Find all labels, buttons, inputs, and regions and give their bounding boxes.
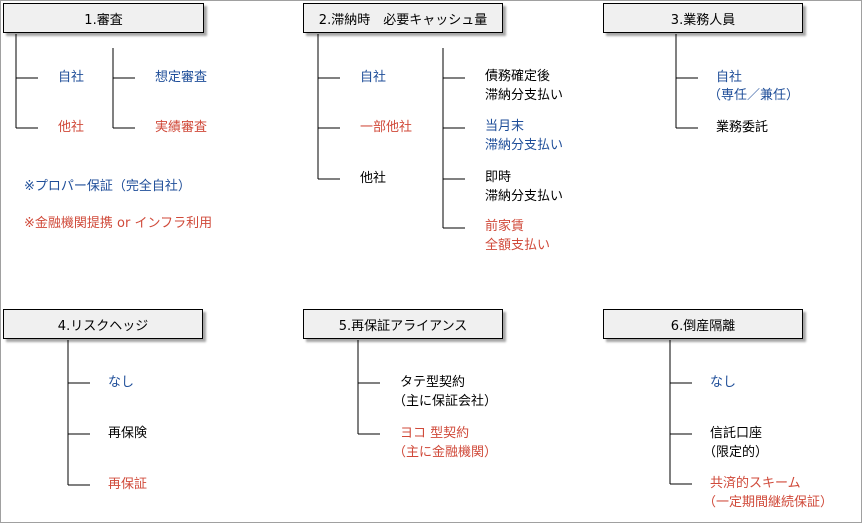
s1-tree-left bbox=[15, 34, 38, 129]
s2-left-other: 他社 bbox=[360, 171, 387, 186]
section-6-title: 6.倒産隔離 bbox=[670, 318, 736, 334]
s4-item-reguarantee: 再保証 bbox=[108, 477, 148, 492]
s6-trust-line2: （限定的） bbox=[703, 445, 769, 460]
s4-item-none: なし bbox=[108, 375, 135, 390]
s6-mutual-line1: 共済的スキーム bbox=[710, 476, 801, 491]
s6-tree bbox=[669, 340, 692, 485]
s2-left-partial: 一部他社 bbox=[360, 120, 413, 135]
s2-right-1-line1: 債務確定後 bbox=[485, 69, 551, 84]
s2-right-2-line2: 滞納分支払い bbox=[485, 138, 564, 153]
section-1-title: 1.審査 bbox=[84, 12, 123, 28]
section-2-header: 2.滞納時 必要キャッシュ量 bbox=[303, 3, 503, 33]
s2-right-3-line2: 滞納分支払い bbox=[485, 189, 564, 204]
s3-item-outsourcing: 業務委託 bbox=[716, 120, 769, 135]
s3-item-own-line1: 自社 bbox=[716, 70, 743, 85]
s5-vertical-line1: タテ型契約 bbox=[400, 375, 466, 390]
s6-trust-line1: 信託口座 bbox=[710, 426, 763, 441]
s4-item-reinsurance: 再保険 bbox=[108, 426, 148, 441]
section-5-title: 5.再保証アライアンス bbox=[338, 318, 468, 334]
section-2-title: 2.滞納時 必要キャッシュ量 bbox=[318, 12, 488, 28]
s1-right-actual: 実績審査 bbox=[155, 120, 208, 135]
s6-mutual-line2: （一定期間継続保証） bbox=[703, 495, 834, 510]
s3-tree bbox=[675, 34, 698, 129]
section-6-header: 6.倒産隔離 bbox=[603, 309, 803, 339]
s6-item-none: なし bbox=[710, 375, 737, 390]
s1-left-other: 他社 bbox=[58, 120, 85, 135]
s1-note-financial: ※金融機関提携 or インフラ利用 bbox=[24, 216, 213, 231]
s3-item-own-line2: （専任／兼任） bbox=[708, 88, 800, 103]
s2-right-4-line2: 全額支払い bbox=[485, 238, 551, 253]
s2-right-4-line1: 前家賃 bbox=[485, 219, 525, 234]
section-4-header: 4.リスクヘッジ bbox=[3, 309, 203, 339]
section-3-header: 3.業務人員 bbox=[603, 3, 803, 33]
s1-note-proper: ※プロパー保証（完全自社） bbox=[24, 179, 191, 194]
s4-tree bbox=[67, 340, 90, 486]
s5-tree bbox=[357, 340, 380, 435]
s5-vertical-line2: （主に保証会社） bbox=[393, 394, 498, 409]
s1-right-assumed: 想定審査 bbox=[155, 70, 208, 85]
s2-tree-right bbox=[442, 48, 465, 229]
s5-horizontal-line2: （主に金融機関） bbox=[393, 445, 498, 460]
s2-tree-left bbox=[317, 34, 340, 180]
section-1-header: 1.審査 bbox=[3, 3, 204, 33]
section-3-title: 3.業務人員 bbox=[670, 12, 736, 28]
section-5-header: 5.再保証アライアンス bbox=[303, 309, 503, 339]
s5-horizontal-line1: ヨコ 型契約 bbox=[400, 426, 470, 441]
s2-right-1-line2: 滞納分支払い bbox=[485, 88, 564, 103]
s1-tree-right bbox=[112, 48, 135, 129]
s2-right-2-line1: 当月末 bbox=[485, 119, 525, 134]
s2-right-3-line1: 即時 bbox=[485, 170, 512, 185]
section-4-title: 4.リスクヘッジ bbox=[57, 318, 149, 334]
s1-left-own: 自社 bbox=[58, 70, 85, 85]
s2-left-own: 自社 bbox=[360, 70, 387, 85]
